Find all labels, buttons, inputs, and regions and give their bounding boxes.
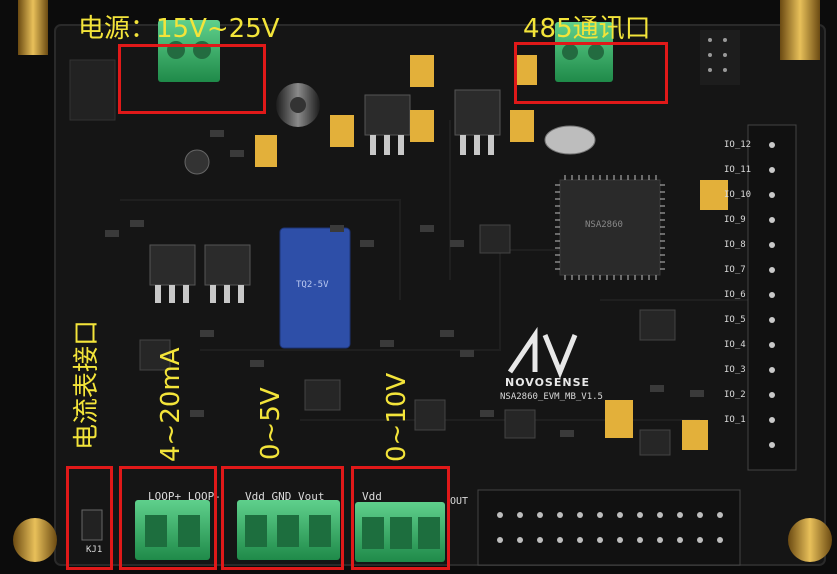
power-terminal-box xyxy=(118,44,266,114)
io-label: IO_6 xyxy=(724,290,746,300)
io-label: IO_4 xyxy=(724,340,746,350)
blue-relay xyxy=(279,227,351,349)
voltage-5v-terminal xyxy=(237,500,340,560)
rs485-terminal xyxy=(555,22,613,82)
out-silk: OUT xyxy=(450,496,469,507)
rs485-terminal-box xyxy=(514,42,668,104)
main-mcu-chip xyxy=(555,175,665,280)
io-label: IO_3 xyxy=(724,365,746,375)
voltage-10v-terminal xyxy=(355,502,445,562)
io-label: IO_1 xyxy=(724,415,746,425)
power-label: 电源：15V~25V xyxy=(78,14,280,44)
io-label: IO_11 xyxy=(724,165,752,175)
loop-silk: LOOP+ LOOP- xyxy=(148,490,221,503)
io-label: IO_12 xyxy=(724,140,752,150)
range-0-5v-label: 0~5V xyxy=(256,387,286,460)
loop-terminal-box xyxy=(119,466,217,570)
io-label: IO_9 xyxy=(724,215,746,225)
loop-terminal xyxy=(135,500,210,560)
io-header xyxy=(747,124,797,471)
io-label: IO_8 xyxy=(724,240,746,250)
voltage-10v-box xyxy=(351,466,450,570)
rs485-label: 485通讯口 xyxy=(523,14,651,44)
novosense-logo xyxy=(507,326,578,379)
io-label: IO_5 xyxy=(724,315,746,325)
io-label: IO_7 xyxy=(724,265,746,275)
voltage-5v-box xyxy=(221,466,344,570)
vdd-gnd-vout-silk: Vdd GND Vout xyxy=(245,490,325,503)
relay-silk: TQ2-5V xyxy=(296,280,329,290)
standoff-posts xyxy=(13,0,832,562)
vdd-silk: Vdd xyxy=(362,490,382,503)
io-label: IO_2 xyxy=(724,390,746,400)
kj1-silk: KJ1 xyxy=(86,545,103,555)
range-0-10v-label: 0~10V xyxy=(382,372,412,462)
meter-port-box xyxy=(66,466,113,570)
board-id-text: NSA2860_EVM_MB_V1.5 xyxy=(500,392,603,402)
range-4-20ma-label: 4~20mA xyxy=(156,347,186,462)
io-label: IO_10 xyxy=(724,190,752,200)
meter-port-label: 电流表接口 xyxy=(72,319,102,450)
brand-text: NOVOSENSE xyxy=(505,376,591,389)
chip-silk: NSA2860 xyxy=(585,220,623,230)
bottom-header xyxy=(477,489,741,566)
